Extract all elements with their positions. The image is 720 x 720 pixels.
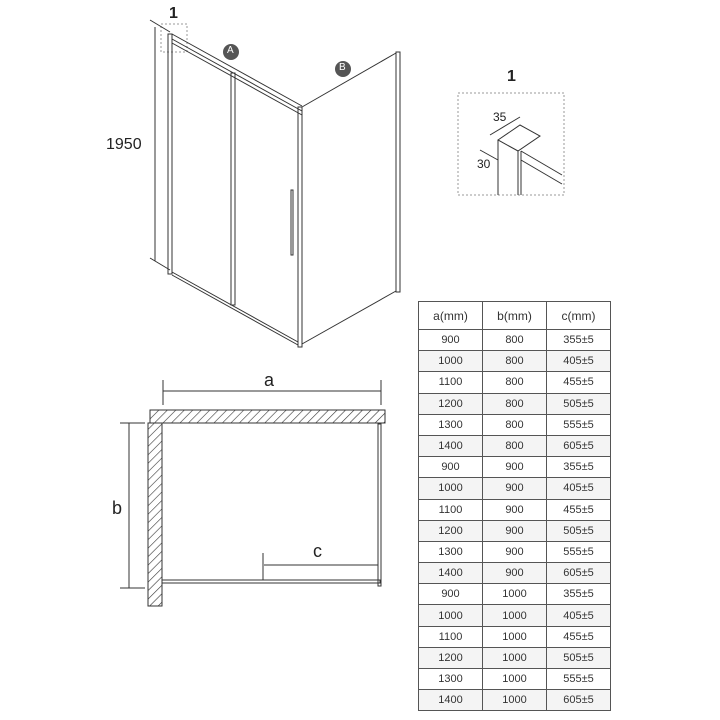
table-cell: 1400 — [418, 434, 483, 458]
header-a: a(mm) — [418, 301, 483, 330]
b-label: b — [112, 498, 123, 518]
table-cell: 605±5 — [546, 689, 611, 712]
table-cell: 355±5 — [546, 456, 611, 479]
table-cell: 900 — [418, 456, 483, 479]
detail-title: 1 — [507, 68, 516, 85]
header-c: c(mm) — [546, 301, 611, 330]
table-cell: 1000 — [482, 625, 547, 648]
table-cell: 405±5 — [546, 350, 611, 373]
table-cell: 1300 — [418, 413, 483, 436]
table-cell: 1000 — [482, 689, 547, 712]
table-cell: 1000 — [418, 604, 483, 627]
table-cell: 1000 — [418, 477, 483, 500]
panel-badges — [223, 44, 351, 77]
table-cell: 1000 — [482, 583, 547, 606]
table-cell: 800 — [482, 350, 547, 373]
table-cell: 405±5 — [546, 477, 611, 500]
left-wall — [147, 422, 163, 607]
table-cell: 1000 — [482, 604, 547, 627]
table-cell: 1100 — [418, 625, 483, 648]
table-header: a(mm) b(mm) c(mm) — [418, 301, 611, 330]
table-cell: 555±5 — [546, 413, 611, 436]
detail-drawing — [457, 92, 565, 196]
c-label: c — [313, 541, 322, 561]
iso-shower-drawing — [149, 19, 401, 348]
detail-marker-label: 1 — [169, 5, 178, 22]
table-cell: 900 — [482, 477, 547, 500]
table-cell: 455±5 — [546, 498, 611, 521]
table-cell: 1400 — [418, 562, 483, 585]
table-cell: 455±5 — [546, 371, 611, 394]
table-cell: 900 — [418, 328, 483, 352]
table-cell: 605±5 — [546, 434, 611, 458]
front-rail — [161, 579, 381, 584]
table-cell: 900 — [482, 540, 547, 564]
table-cell: 1200 — [418, 392, 483, 415]
table-cell: 900 — [482, 498, 547, 521]
panel-b-label: B — [339, 62, 346, 73]
table-cell: 1000 — [482, 646, 547, 670]
table-cell: 900 — [482, 562, 547, 585]
table-cell: 1200 — [418, 646, 483, 670]
table-cell: 1100 — [418, 371, 483, 394]
table-cell: 1000 — [482, 667, 547, 691]
table-cell: 800 — [482, 434, 547, 458]
table-cell: 1300 — [418, 540, 483, 564]
detail-marker-box — [160, 23, 188, 53]
panel-a-label: A — [227, 45, 234, 56]
table-cell: 1400 — [418, 689, 483, 712]
table-cell: 355±5 — [546, 328, 611, 352]
table-cell: 900 — [418, 583, 483, 606]
detail-depth-label: 30 — [477, 157, 491, 171]
plan-drawing — [120, 380, 386, 607]
height-label: 1950 — [106, 136, 142, 153]
detail-width-label: 35 — [493, 110, 507, 124]
table-cell: 800 — [482, 371, 547, 394]
table-cell: 605±5 — [546, 562, 611, 585]
table-cell: 800 — [482, 328, 547, 352]
a-label: a — [264, 370, 275, 390]
table-cell: 1200 — [418, 519, 483, 542]
table-cell: 900 — [482, 456, 547, 479]
table-cell: 505±5 — [546, 519, 611, 542]
table-cell: 455±5 — [546, 625, 611, 648]
table-cell: 1300 — [418, 667, 483, 691]
table-cell: 505±5 — [546, 392, 611, 415]
table-cell: 405±5 — [546, 604, 611, 627]
top-wall — [149, 409, 386, 424]
table-cell: 900 — [482, 519, 547, 542]
table-cell: 800 — [482, 392, 547, 415]
table-cell: 1000 — [418, 350, 483, 373]
table-cell: 1100 — [418, 498, 483, 521]
table-cell: 505±5 — [546, 646, 611, 670]
table-cell: 555±5 — [546, 540, 611, 564]
header-b: b(mm) — [482, 301, 547, 330]
table-cell: 800 — [482, 413, 547, 436]
side-glass — [377, 423, 382, 587]
table-cell: 555±5 — [546, 667, 611, 691]
table-cell: 355±5 — [546, 583, 611, 606]
